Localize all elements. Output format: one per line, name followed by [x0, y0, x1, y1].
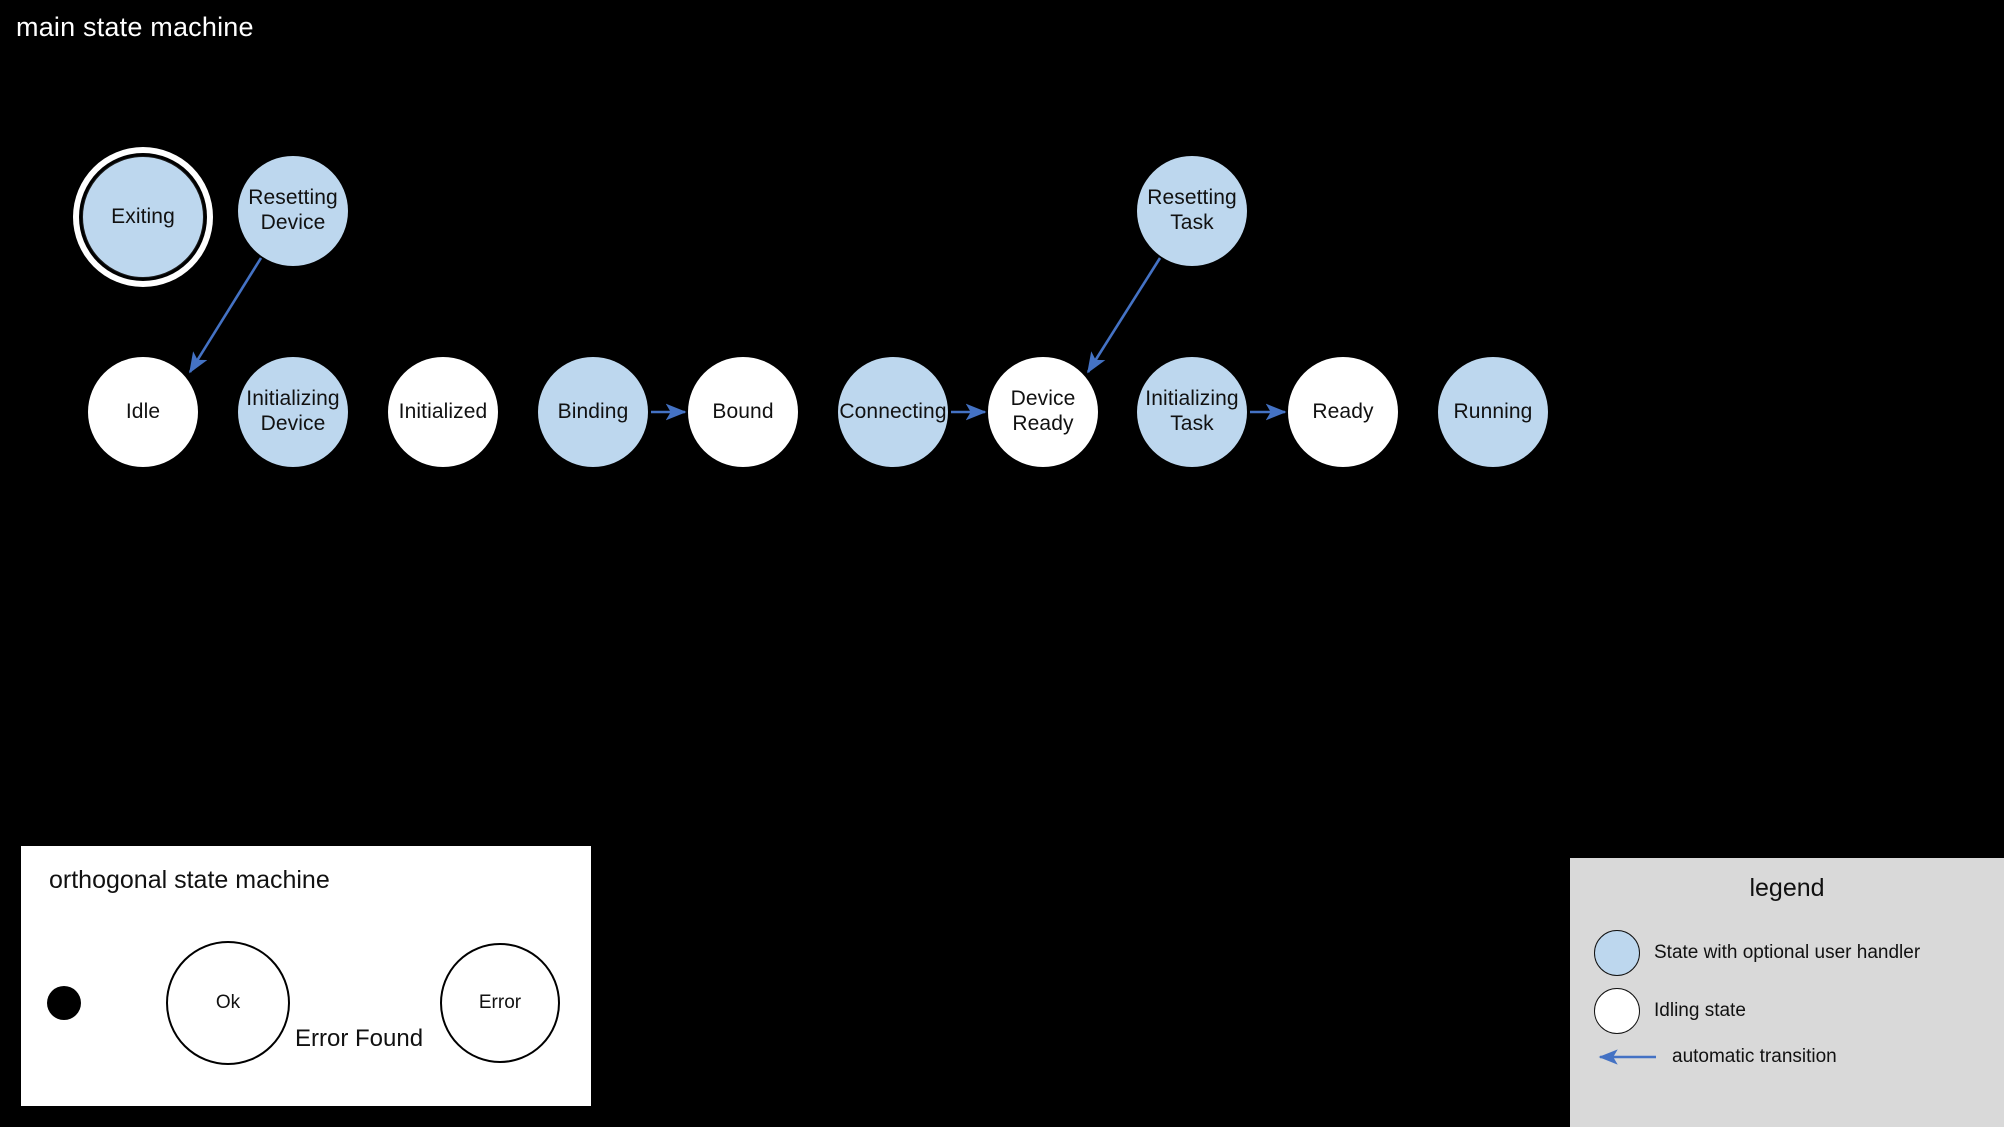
state-node-label: Resetting Device: [248, 186, 338, 234]
transition-resetting-device-to-idle[interactable]: [188, 257, 263, 374]
state-node-connecting[interactable]: Connecting: [838, 357, 948, 467]
state-node-label: Ready: [1312, 399, 1374, 423]
state-node-label: Binding: [557, 399, 629, 423]
state-node-label: Running: [1453, 399, 1533, 423]
handler-state-swatch-icon: [1594, 930, 1640, 976]
legend-item-label: State with optional user handler: [1654, 942, 1921, 963]
automatic-transition-icon: [1598, 1049, 1656, 1065]
sub-state-node-label: Error: [478, 992, 522, 1013]
sub-state-node-ok[interactable]: Ok: [166, 941, 290, 1065]
state-node-initializing-device[interactable]: Initializing Device: [238, 357, 348, 467]
state-node-label: Resetting Task: [1147, 186, 1237, 234]
idling-state-swatch-icon: [1594, 988, 1640, 1034]
page-title: main state machine: [16, 12, 254, 42]
legend-item-automatic-transition: automatic transition: [1594, 1046, 1837, 1068]
state-node-label: Connecting: [839, 399, 947, 423]
state-node-label: Bound: [712, 399, 774, 423]
state-node-idle[interactable]: Idle: [88, 357, 198, 467]
state-node-resetting-device[interactable]: Resetting Device: [238, 156, 348, 266]
orthogonal-panel-title: orthogonal state machine: [49, 866, 330, 894]
sub-transition-label-ok-to-error: Error Found: [295, 1025, 424, 1052]
state-node-initializing-task[interactable]: Initializing Task: [1137, 357, 1247, 467]
state-node-label: Initializing Task: [1145, 387, 1239, 435]
state-node-device-ready[interactable]: Device Ready: [988, 357, 1098, 467]
state-node-label: Exiting: [111, 204, 175, 228]
sub-state-node-label: Ok: [215, 992, 241, 1013]
state-node-label: Initialized: [398, 399, 488, 423]
state-node-initialized[interactable]: Initialized: [388, 357, 498, 467]
state-node-bound[interactable]: Bound: [688, 357, 798, 467]
state-node-label: Device Ready: [1010, 387, 1076, 435]
sub-state-node-error[interactable]: Error: [440, 943, 560, 1063]
legend-item-handler-state: State with optional user handler: [1594, 930, 1920, 976]
legend-title: legend: [1749, 874, 1825, 902]
state-node-exiting[interactable]: Exiting: [82, 156, 204, 278]
state-node-label: Idle: [125, 399, 161, 423]
legend-item-label: automatic transition: [1672, 1046, 1837, 1067]
state-node-ready[interactable]: Ready: [1288, 357, 1398, 467]
transition-resetting-task-to-device-ready[interactable]: [1086, 257, 1162, 374]
legend-item-idling-state: Idling state: [1594, 988, 1746, 1034]
legend-panel: legend: [1570, 858, 2004, 1127]
legend-item-label: Idling state: [1654, 1000, 1746, 1021]
initial-state-dot: [47, 986, 81, 1020]
state-node-label: Initializing Device: [246, 387, 340, 435]
state-node-binding[interactable]: Binding: [538, 357, 648, 467]
state-node-resetting-task[interactable]: Resetting Task: [1137, 156, 1247, 266]
state-node-running[interactable]: Running: [1438, 357, 1548, 467]
